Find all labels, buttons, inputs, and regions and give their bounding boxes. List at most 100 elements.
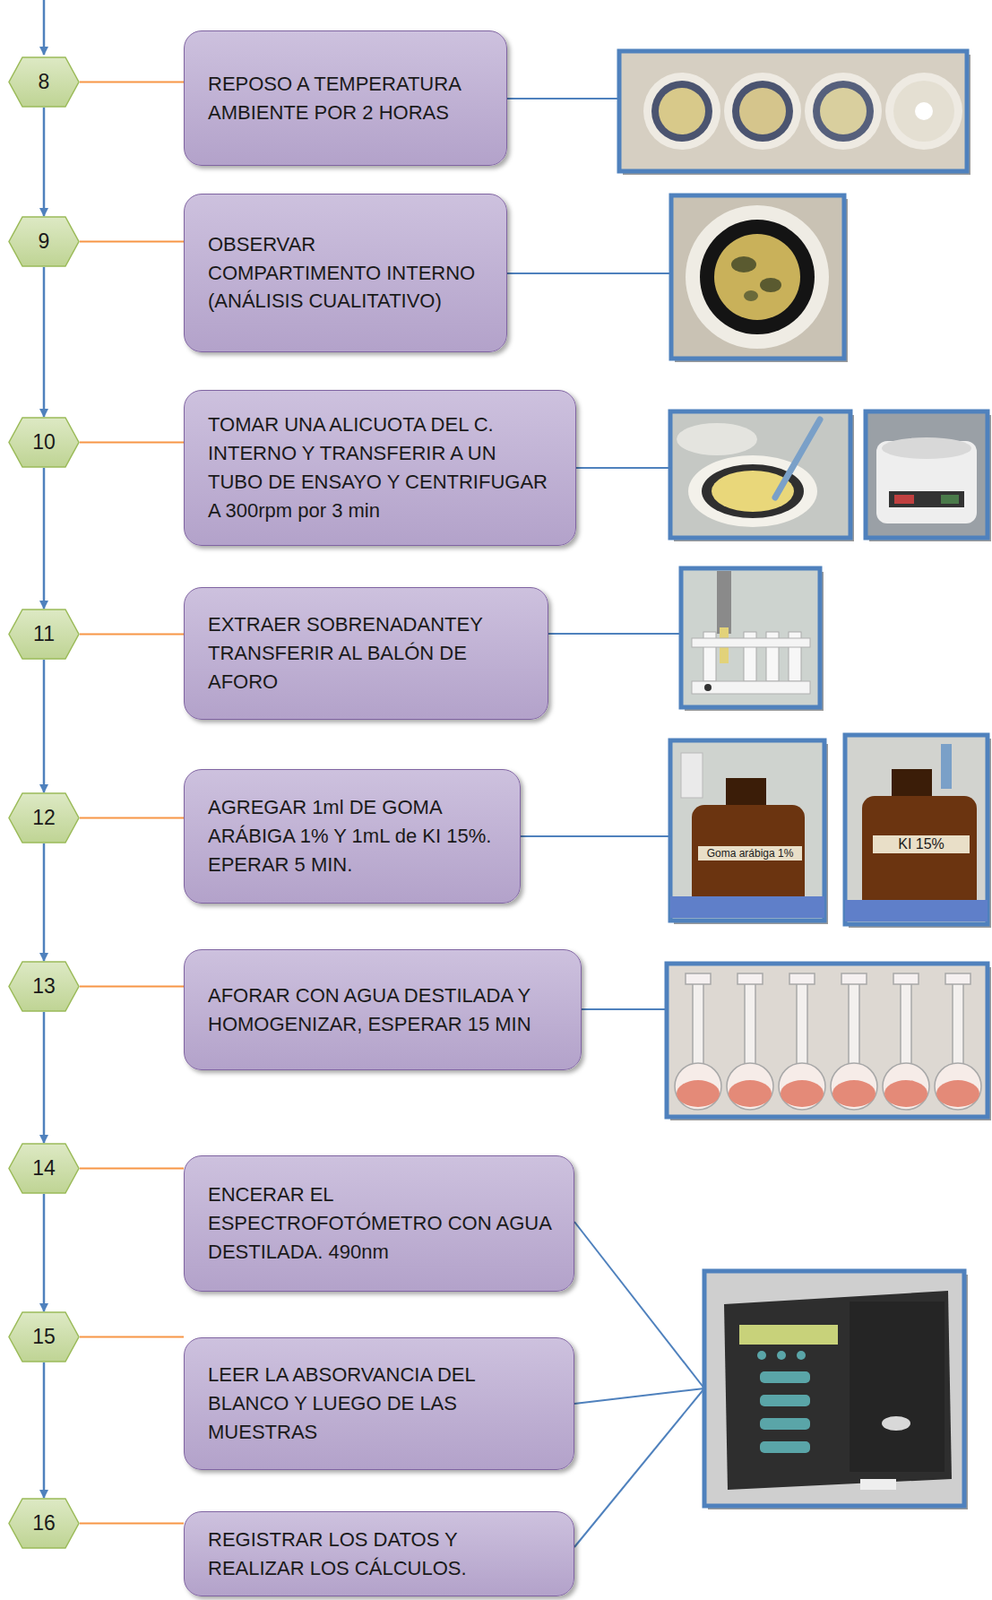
drawing-part [728, 1079, 772, 1107]
drawing-part [676, 422, 758, 456]
drawing-part [812, 80, 874, 142]
drawing-part [724, 1290, 952, 1490]
drawing-part [699, 219, 815, 335]
drawing-part [900, 982, 912, 1065]
bottle-label: KI 15% [872, 835, 970, 854]
drawing-part [804, 72, 882, 150]
drawing-part [507, 272, 672, 275]
drawing-part [759, 1371, 811, 1383]
flow-connector [79, 441, 184, 444]
step-text: REPOSO A TEMPERATURA AMBIENTE POR 2 HORA… [207, 69, 487, 128]
drawing-part [619, 51, 967, 172]
drawing-part [691, 681, 811, 694]
step-number: 14 [32, 1155, 56, 1181]
incoming-arrow [43, 0, 46, 55]
drawing-part [548, 632, 682, 635]
hexagon-shape [8, 1143, 79, 1193]
drawing-part [732, 80, 794, 142]
photo-volumetric-flasks [666, 963, 992, 1121]
drawing-part [841, 973, 867, 984]
photo-petri-dishes [619, 51, 971, 175]
drawing-part [658, 87, 706, 135]
drawing-part [894, 494, 915, 504]
drawing-part [940, 743, 952, 789]
step-hexagon: 9 [8, 215, 80, 268]
drawing-part [724, 72, 802, 150]
step-number: 10 [32, 430, 56, 455]
drawing-part [888, 491, 965, 508]
drawing-part [643, 72, 721, 150]
flow-connector [79, 633, 184, 636]
flow-connector [43, 1193, 46, 1312]
process-box: ENCERAR EL ESPECTROFOTÓMETRO CON AGUA DE… [183, 1155, 575, 1292]
drawing-part [914, 102, 933, 121]
drawing-part [848, 982, 860, 1065]
process-box: REPOSO A TEMPERATURA AMBIENTE POR 2 HORA… [183, 30, 508, 166]
drawing-part [574, 1221, 705, 1389]
step-text: ENCERAR EL ESPECTROFOTÓMETRO CON AGUA DE… [207, 1180, 554, 1267]
drawing-part [832, 1079, 876, 1107]
hexagon-shape [8, 1498, 79, 1548]
drawing-part [775, 419, 820, 498]
process-box: TOMAR UNA ALICUOTA DEL C. INTERNO Y TRAN… [183, 389, 577, 546]
drawing-part [744, 982, 756, 1065]
drawing-part [940, 494, 959, 504]
step-text: TOMAR UNA ALICUOTA DEL C. INTERNO Y TRAN… [207, 410, 556, 526]
drawing-part [819, 87, 867, 135]
drawing-part [936, 1079, 980, 1107]
drawing-part [520, 835, 671, 837]
step-text: AFORAR CON AGUA DESTILADA Y HOMOGENIZAR,… [207, 981, 561, 1039]
drawing-part [789, 973, 815, 984]
drawing-part [691, 638, 811, 647]
hexagon-shape [8, 57, 79, 107]
flow-connector [79, 1522, 184, 1525]
drawing-part [759, 277, 782, 293]
flow-connector [43, 1011, 46, 1143]
process-box: REGISTRAR LOS DATOS Y REALIZAR LOS CÁLCU… [183, 1510, 575, 1596]
step-hexagon: 13 [8, 960, 80, 1012]
flow-connector [43, 267, 46, 417]
step-number: 16 [32, 1510, 56, 1536]
flow-connector [43, 659, 46, 793]
process-box: AFORAR CON AGUA DESTILADA Y HOMOGENIZAR,… [183, 948, 582, 1070]
drawing-part [830, 1062, 878, 1110]
step-text: OBSERVAR COMPARTIMENTO INTERNO (ANÁLISIS… [207, 230, 487, 317]
step-hexagon: 15 [8, 1311, 80, 1363]
drawing-part [893, 80, 955, 142]
hexagon-shape [8, 216, 79, 267]
drawing-part [670, 740, 825, 921]
step-number: 12 [32, 805, 56, 830]
drawing-part [881, 1415, 911, 1431]
drawing-part [739, 1324, 838, 1345]
drawing-part [865, 411, 988, 538]
bottle-label: Goma arábiga 1% [698, 845, 803, 861]
drawing-part [759, 1417, 811, 1430]
drawing-part [731, 256, 757, 273]
drawing-part [681, 568, 820, 708]
drawing-part [574, 1388, 705, 1547]
drawing-part [796, 1350, 806, 1360]
step-hexagon: 12 [8, 792, 80, 844]
drawing-part [885, 72, 963, 150]
drawing-part [507, 97, 620, 100]
drawing-part [666, 963, 988, 1117]
drawing-part [845, 734, 988, 924]
drawing-part [674, 1062, 722, 1110]
drawing-part [881, 437, 972, 459]
flow-connector [43, 843, 46, 961]
drawing-part [671, 195, 845, 359]
step-text: LEER LA ABSORVANCIA DEL BLANCO Y LUEGO D… [207, 1360, 554, 1447]
step-number: 11 [33, 621, 55, 647]
drawing-part [685, 205, 829, 349]
drawing-part [707, 1274, 968, 1510]
step-hexagon: 14 [8, 1142, 80, 1194]
drawing-part [884, 1079, 928, 1107]
step-hexagon: 8 [8, 56, 80, 108]
hexagon-shape [8, 961, 79, 1011]
drawing-part [759, 1394, 811, 1407]
photo-ki-bottle [845, 734, 992, 928]
drawing-part [651, 80, 713, 142]
drawing-part [716, 570, 732, 634]
step-number: 8 [38, 69, 51, 95]
